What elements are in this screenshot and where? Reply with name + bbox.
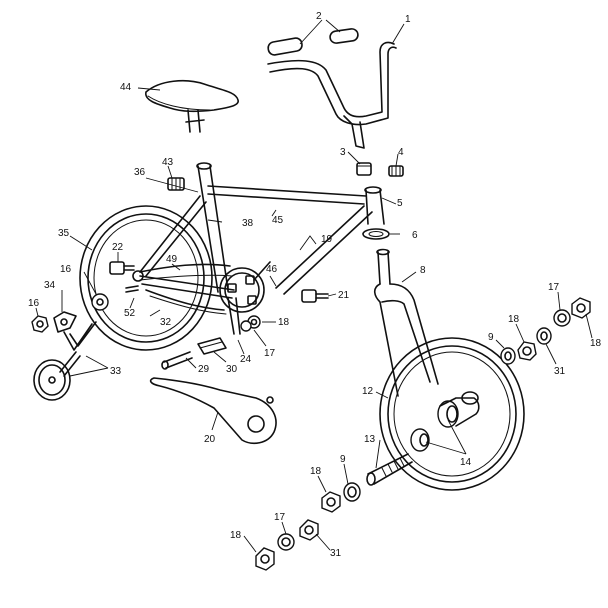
bottom-bracket-bolt (301, 289, 329, 303)
callout-5: 5 (397, 198, 403, 209)
callout-35: 35 (58, 228, 70, 239)
callout-18-crank: 18 (278, 317, 290, 328)
callout-4: 4 (398, 147, 404, 158)
callout-52: 52 (124, 308, 136, 319)
callout-45: 45 (272, 215, 284, 226)
callout-16-rear: 16 (60, 264, 72, 275)
callout-31-right: 31 (554, 366, 566, 377)
callout-38: 38 (242, 218, 254, 229)
callout-32: 32 (160, 317, 172, 328)
front-axle-right-parts (500, 297, 591, 365)
callout-20: 20 (204, 434, 216, 445)
callout-9-right: 9 (488, 332, 494, 343)
training-wheels (31, 311, 97, 401)
callout-18-right: 18 (508, 314, 520, 325)
front-wheel (379, 337, 525, 491)
seat (145, 79, 239, 133)
callout-17-left: 17 (274, 512, 286, 523)
callout-24: 24 (240, 354, 252, 365)
leader-lines (35, 19, 593, 553)
chain-guard-and-sprocket (139, 261, 271, 335)
rear-wheel (79, 205, 213, 351)
callout-9-left: 9 (340, 454, 346, 465)
callout-17-crank: 17 (264, 348, 276, 359)
crank-nut-washer (240, 315, 261, 332)
handlebar (267, 41, 397, 149)
chain-guard (149, 377, 277, 445)
callout-16-training: 16 (28, 298, 40, 309)
chain (145, 289, 227, 315)
callout-18-bottom: 18 (230, 530, 242, 541)
callout-29: 29 (198, 364, 210, 375)
callout-46: 46 (266, 264, 278, 275)
front-fork (373, 248, 439, 397)
callout-18-far-right: 18 (590, 338, 602, 349)
callout-49: 49 (166, 254, 178, 265)
front-hub-cones (410, 391, 480, 452)
front-axle (366, 453, 413, 486)
callout-43: 43 (162, 157, 174, 168)
seat-clamp-bolt (167, 177, 185, 191)
front-axle-left-parts (255, 482, 361, 571)
callout-44: 44 (120, 82, 132, 93)
callout-1: 1 (405, 14, 411, 25)
callout-6: 6 (412, 230, 418, 241)
callout-22: 22 (112, 242, 124, 253)
callout-13: 13 (364, 434, 376, 445)
callout-12: 12 (362, 386, 374, 397)
callout-34: 34 (44, 280, 56, 291)
callout-labels: 2 1 44 3 4 43 36 5 38 45 6 35 19 22 49 8… (28, 11, 602, 559)
callout-21: 21 (338, 290, 350, 301)
frame (132, 162, 385, 299)
callout-31-left: 31 (330, 548, 342, 559)
callout-19: 19 (321, 234, 333, 245)
callout-2: 2 (316, 11, 322, 22)
handlebar-grips (267, 28, 359, 56)
callout-17-right: 17 (548, 282, 560, 293)
callout-14: 14 (460, 457, 472, 468)
callout-8: 8 (420, 265, 426, 276)
callout-18-left: 18 (310, 466, 322, 477)
rear-axle-parts (91, 261, 139, 311)
callout-30: 30 (226, 364, 238, 375)
callout-36: 36 (134, 167, 146, 178)
headset-bearings (362, 228, 390, 240)
callout-33: 33 (110, 366, 122, 377)
callout-3: 3 (340, 147, 346, 158)
